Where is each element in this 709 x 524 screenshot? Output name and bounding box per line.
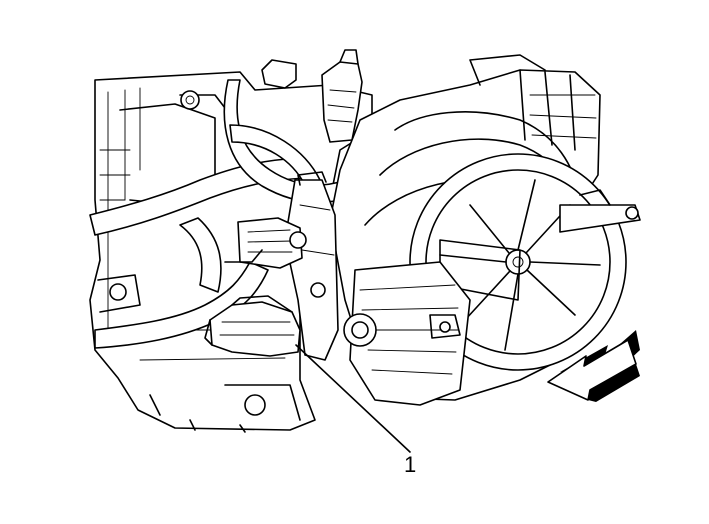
- callout-1-leader-line: [295, 344, 411, 453]
- upper-sensor-connector: [224, 217, 307, 269]
- top-wiring-connector: [321, 49, 363, 143]
- ribbed-case: [343, 261, 471, 406]
- front-arrow-icon: [547, 330, 640, 402]
- callout-1-label: 1: [404, 452, 416, 477]
- sensor-connector-callout-1: [204, 295, 301, 357]
